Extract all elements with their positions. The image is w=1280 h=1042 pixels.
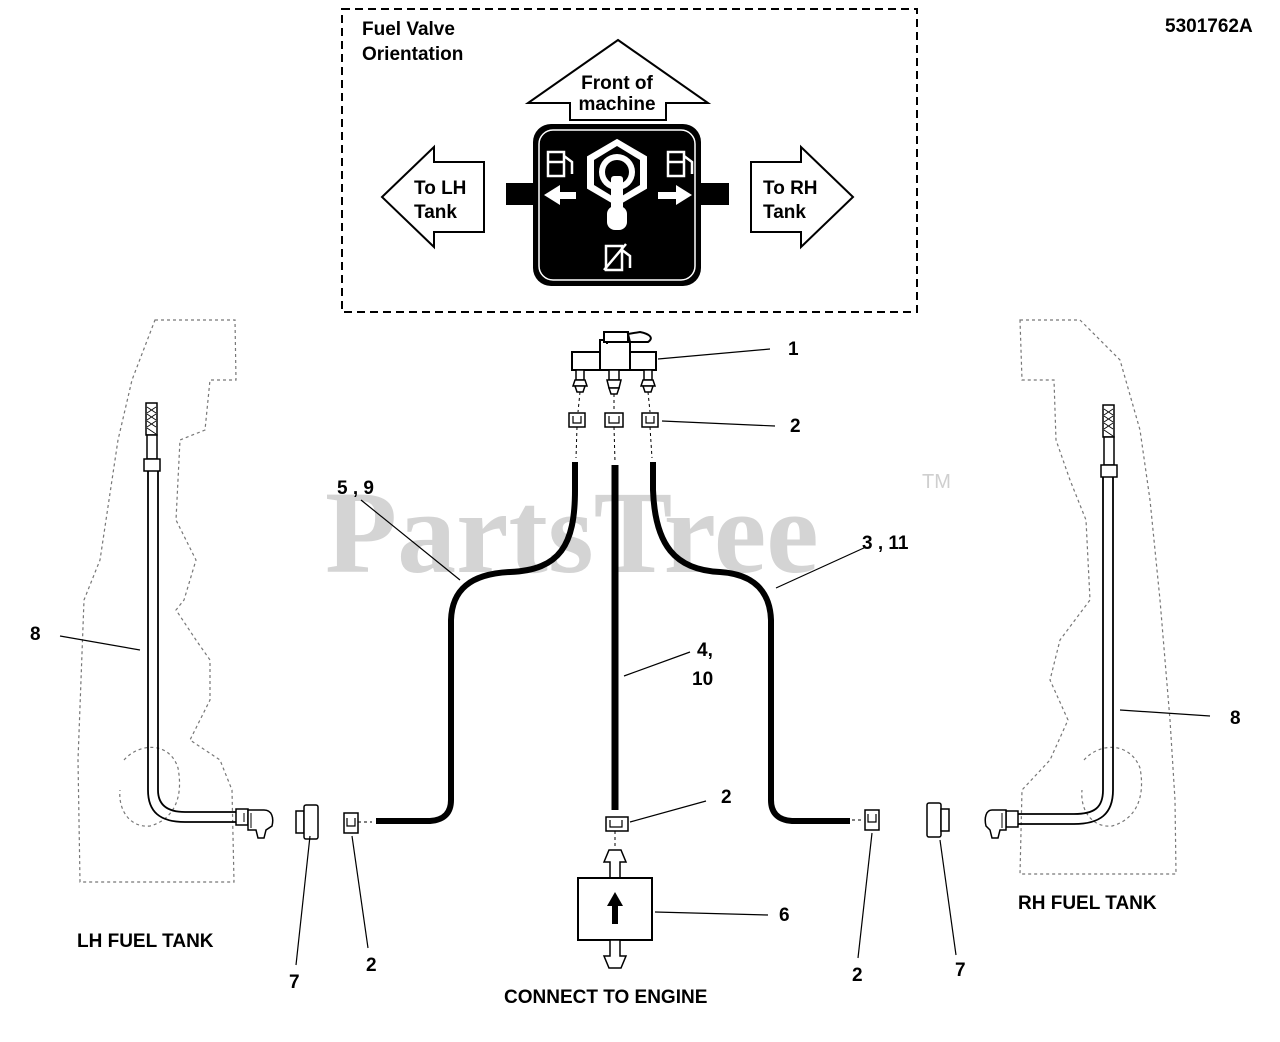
callout-2-right: 2: [852, 965, 863, 986]
filter-flow-arrow: [607, 892, 623, 906]
callouts: 1 2 3 , 11 4, 10 5 , 9 6 7 7 8 8 2 2 2: [30, 339, 1241, 993]
front-arrow: [524, 38, 712, 121]
hose-right: [650, 462, 850, 824]
callout-8-right: 8: [1230, 708, 1241, 729]
callout-2-left: 2: [366, 955, 377, 976]
valve-outlet-right: [639, 369, 657, 393]
callout-6: 6: [779, 905, 790, 926]
callout-5-9: 5 , 9: [337, 478, 374, 499]
left-arrow: [380, 144, 485, 250]
hose-clamp: [641, 412, 659, 428]
fuel-filter: [577, 849, 653, 969]
fuel-hoses: [376, 462, 850, 824]
callout-2-center: 2: [721, 787, 732, 808]
hose-clamp-center: [605, 816, 629, 832]
hose-clamp-left: [343, 812, 359, 834]
right-label-line1: To RH: [763, 178, 818, 199]
callout-7-left: 7: [289, 972, 300, 993]
rh-fuel-tank-label: RH FUEL TANK: [1018, 893, 1157, 914]
left-label-line2: Tank: [414, 202, 457, 223]
valve-stub-left: [506, 183, 540, 205]
inset-title-line1: Fuel Valve: [362, 19, 455, 40]
callout-7-right: 7: [955, 960, 966, 981]
pickup-tube-left: [143, 402, 274, 839]
front-label-line1: Front of: [581, 73, 653, 94]
callout-4-line2: 10: [692, 669, 713, 690]
hose-left: [376, 462, 578, 824]
valve-outlet-left: [571, 369, 589, 393]
fuel-pump-icon-left: [546, 150, 574, 178]
leader-lines: [59, 348, 1211, 966]
inset-title-line2: Orientation: [362, 44, 463, 65]
lh-fuel-tank-label: LH FUEL TANK: [77, 931, 214, 952]
hose-clamps-top: [568, 412, 659, 463]
callout-8-left: 8: [30, 624, 41, 645]
fuel-off-icon: [603, 243, 632, 272]
right-arrow: [750, 144, 855, 250]
front-label-line2: machine: [578, 94, 655, 115]
callout-1: 1: [788, 339, 799, 360]
watermark-trademark: TM: [922, 471, 951, 493]
drawing-number: 5301762A: [1165, 16, 1253, 37]
grommet-right: [926, 802, 950, 838]
inset-frame: [341, 8, 918, 313]
callout-4-line1: 4,: [697, 640, 713, 661]
valve-lever: [611, 176, 623, 210]
pickup-tube-right: [984, 404, 1118, 839]
fuel-valve-orientation-inset: Fuel Valve Orientation Front of machine …: [341, 8, 918, 313]
callout-3-11: 3 , 11: [862, 533, 909, 554]
watermark: PartsTree TM: [325, 467, 951, 598]
valve-knob-center: [605, 160, 629, 184]
hose-clamp: [604, 412, 624, 428]
lh-fuel-tank-outline: [77, 319, 237, 883]
right-label-line2: Tank: [763, 202, 806, 223]
valve-outlet-center: [606, 369, 622, 395]
plate-arrow-right: [658, 185, 692, 205]
connect-to-engine-label: CONNECT TO ENGINE: [504, 987, 707, 1008]
left-label-line1: To LH: [414, 178, 466, 199]
hose-clamp-right: [864, 809, 880, 831]
plate-arrow-left: [544, 185, 576, 205]
valve-handle: [626, 330, 652, 343]
valve-top: [603, 331, 629, 343]
rh-fuel-tank-outline: [1019, 319, 1177, 875]
valve-center-block: [599, 339, 631, 371]
hose-clamp: [568, 412, 586, 428]
fuel-valve-assembly: [571, 330, 657, 413]
valve-stub-right: [697, 183, 729, 205]
valve-lever-grip: [607, 206, 627, 230]
valve-plate-inner: [538, 129, 696, 281]
grommet-left: [295, 804, 319, 840]
fuel-pump-icon-right: [666, 150, 694, 178]
callout-2-top: 2: [790, 416, 801, 437]
